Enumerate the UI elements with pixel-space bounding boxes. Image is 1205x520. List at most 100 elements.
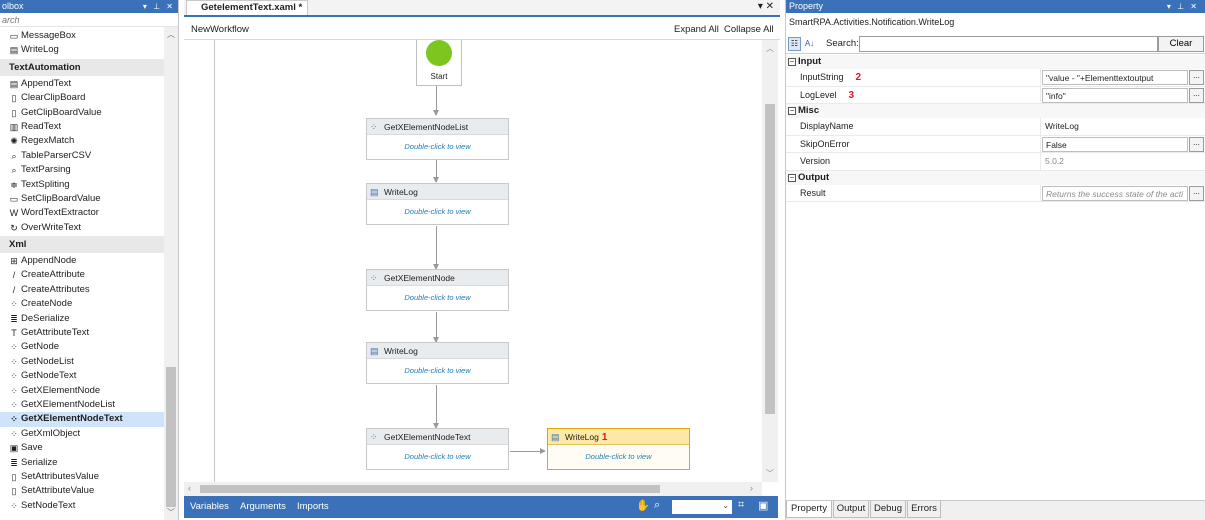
toolbox-category[interactable]: Xml [0,236,164,254]
start-node-icon[interactable] [426,40,452,66]
ellipsis-button[interactable]: ... [1189,185,1204,201]
scroll-up-icon[interactable]: ︿ [766,44,774,53]
property-category[interactable]: −Misc [786,104,1205,118]
tab-property[interactable]: Property [786,501,832,518]
toolbox-item[interactable]: ⁘GetXElementNodeText [0,412,164,427]
toolbox-item[interactable]: ▭SetClipBoardValue [0,192,164,206]
scroll-right-icon[interactable]: › [750,483,753,493]
canvas-vscroll-thumb[interactable] [765,104,775,414]
toolbox-item[interactable]: ▯ClearClipBoard [0,91,164,105]
document-tab-controls[interactable]: ▾ ✕ [757,1,774,12]
toolbox-item[interactable]: ⌕TextParsing [0,163,164,177]
activity-body-hint[interactable]: Double-click to view [404,293,471,302]
collapse-all-link[interactable]: Collapse All [724,24,774,35]
toolbox-item[interactable]: ▯SetAttributesValue [0,470,164,484]
activity-body-hint[interactable]: Double-click to view [404,452,471,461]
toolbox-item[interactable]: ≣DeSerialize [0,312,164,326]
clear-search-button[interactable]: Clear [1158,36,1204,52]
activity-body-hint[interactable]: Double-click to view [548,445,689,469]
collapse-toggle-icon[interactable]: − [788,172,796,182]
toolbox-scrollbar[interactable]: ︿ ﹀ [164,27,178,520]
zoom-search-icon[interactable]: ⌕ [654,499,661,511]
tab-errors[interactable]: Errors [907,501,941,518]
toolbox-item[interactable]: ⁘GetNode [0,340,164,354]
property-window-controls[interactable]: ▾ ⊥ ✕ [1166,2,1199,11]
toolbox-item[interactable]: ⌕TableParserCSV [0,149,164,163]
toolbox-item[interactable]: ⁘GetXmlObject [0,427,164,441]
toolbox-item[interactable]: ⁘GetXElementNode [0,384,164,398]
toolbox-item[interactable]: ▯GetClipBoardValue [0,106,164,120]
expand-all-link[interactable]: Expand All [674,24,719,35]
variables-tab[interactable]: Variables [190,501,229,512]
toolbox-item[interactable]: ▣Save [0,441,164,455]
fit-to-screen-icon[interactable]: ⌗ [738,499,745,511]
tab-output[interactable]: Output [833,501,869,518]
toolbox-window-controls[interactable]: ▾ ⊥ ✕ [142,2,175,11]
activity-header[interactable]: ⁘GetXElementNode [367,270,508,286]
activity-header[interactable]: ▤WriteLog [367,343,508,359]
ellipsis-button[interactable]: ... [1189,87,1204,103]
scroll-down-icon[interactable]: ﹀ [167,508,175,517]
categorized-view-icon[interactable]: ☷ [788,37,801,51]
toolbox-item[interactable]: ✺RegexMatch [0,134,164,148]
ellipsis-button[interactable]: ... [1189,70,1204,85]
toolbox-item[interactable]: ⁘CreateNode [0,297,164,311]
alphabetical-sort-icon[interactable]: A↓ [804,39,815,48]
activity-header[interactable]: ▤WriteLog [367,184,508,200]
activity-body-hint[interactable]: Double-click to view [404,366,471,375]
scroll-down-icon[interactable]: ﹀ [766,469,774,478]
property-value-field[interactable]: False [1042,136,1188,152]
toolbox-item[interactable]: ≣Serialize [0,456,164,470]
property-category[interactable]: −Output [786,170,1205,185]
property-category[interactable]: −Input [786,55,1205,69]
toolbox-item[interactable]: ⊞AppendNode [0,254,164,268]
document-tab[interactable]: GetelementText.xaml * [186,0,308,15]
activity-header[interactable]: ⁘GetXElementNodeText [367,429,508,445]
property-value-field[interactable]: Returns the success state of the acti [1042,185,1188,201]
toolbox-item[interactable]: /CreateAttributes [0,283,164,297]
toolbox-category[interactable]: TextAutomation [0,58,164,76]
property-value-field[interactable]: WriteLog [1045,121,1079,131]
imports-tab[interactable]: Imports [297,501,329,512]
toolbox-item[interactable]: ▥ReadText [0,120,164,134]
collapse-toggle-icon[interactable]: − [788,57,796,66]
toolbox-item[interactable]: ▤WriteLog [0,43,164,57]
activity-body-hint[interactable]: Double-click to view [404,207,471,216]
toolbox-scroll-thumb[interactable] [166,367,176,507]
property-value-field[interactable]: "info" [1042,87,1188,103]
canvas-vertical-scrollbar[interactable]: ︿ ﹀ [762,40,778,482]
canvas-hscroll-thumb[interactable] [200,485,660,493]
collapse-toggle-icon[interactable]: − [788,106,796,115]
toolbox-item[interactable]: ⁘SetNodeText [0,499,164,513]
scroll-up-icon[interactable]: ︿ [167,30,175,39]
toolbox-search-input[interactable]: arch [0,13,178,27]
activity-header[interactable]: ⁘GetXElementNodeList [367,119,508,135]
toolbox-item[interactable]: ↻OverWriteText [0,221,164,235]
property-value-field[interactable]: "value - "+Elementtextoutput [1042,70,1188,85]
canvas-horizontal-scrollbar[interactable]: ‹ › [184,482,762,496]
workflow-breadcrumb[interactable]: NewWorkflow [191,24,249,35]
scroll-left-icon[interactable]: ‹ [188,483,191,493]
tab-debug[interactable]: Debug [870,501,906,518]
toolbox-item[interactable]: /CreateAttribute [0,268,164,282]
arguments-tab[interactable]: Arguments [240,501,286,512]
toolbox-item[interactable]: ▯SetAttributeValue [0,484,164,498]
toolbox-item[interactable]: ▤AppendText [0,77,164,91]
toolbox-item[interactable]: ⁘GetNodeText [0,369,164,383]
toolbox-item[interactable]: ▭MessageBox [0,29,164,43]
pan-hand-icon[interactable]: ✋ [636,500,650,512]
property-search-input[interactable] [859,36,1158,52]
ellipsis-button[interactable]: ... [1189,136,1204,152]
activity-body-hint[interactable]: Double-click to view [404,142,471,151]
toolbox-item[interactable]: ⁘GetNodeList [0,355,164,369]
